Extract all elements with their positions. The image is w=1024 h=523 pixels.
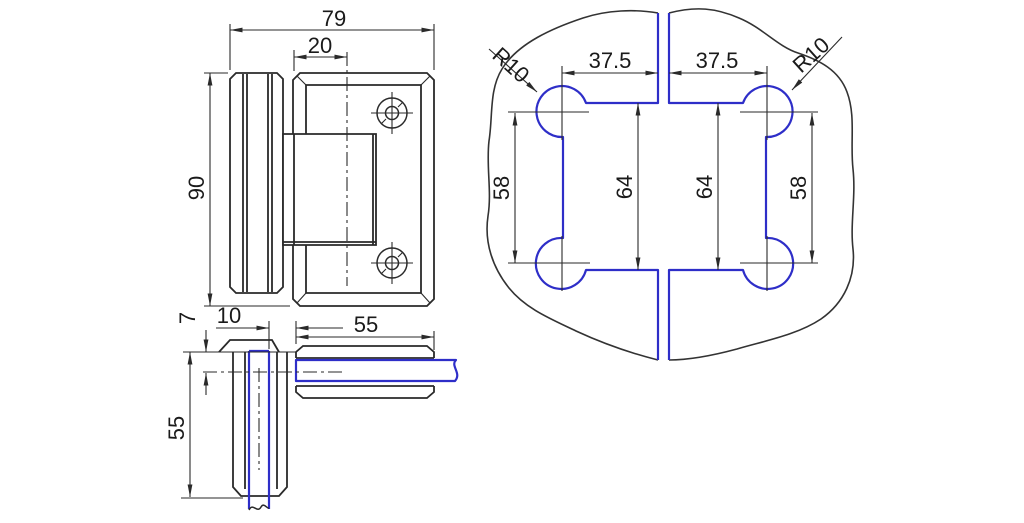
right-glass-break-outline [668,8,855,361]
dim-width-79: 79 [229,6,435,70]
dim-label-notch-height-right: 64 [692,175,717,199]
dim-door-gap-10: 10 [216,303,343,349]
hole-crosshair-bottom-left [508,236,590,291]
hinge-knuckle [282,133,377,246]
knuckle-mask [283,134,376,245]
dim-label-notch-width-left: 37.5 [589,48,632,73]
dim-label-height: 90 [184,176,209,200]
dim-notch-height-left: 64 [612,103,641,270]
right-panel-cutout-contour [667,13,795,360]
dim-notch-width-right: 37.5 [669,48,767,76]
plate-corner-bevels [296,75,431,304]
dim-label-door-gap: 10 [217,303,241,328]
edge-profile-gasket-lines [242,74,273,292]
extension-lines [268,321,297,349]
screw-slot-ticks [380,251,404,275]
top-view: 7 10 55 55 [164,303,459,511]
dim-label-pivot-offset: 20 [308,33,332,58]
dim-label-width: 79 [322,6,346,31]
hole-crosshair-top-right [740,66,818,140]
glass-break-line [248,504,270,511]
glass-edges [247,349,271,509]
dim-notch-height-right: 64 [692,103,721,270]
dim-label-hole-pitch-right: 58 [786,176,811,200]
dim-leg-length-55: 55 [164,352,243,499]
knuckle-outline [282,133,377,246]
vertical-glass-panel [247,349,271,511]
radius-label-left: R10 [488,42,535,88]
vertical-clamp [218,339,288,497]
hole-crosshair-top-left [508,66,589,140]
clamp-bottom-plate [295,385,435,399]
screw-hole-crosshair [371,242,413,284]
dim-label-hole-pitch-left: 58 [489,176,514,200]
leader-line [488,48,538,93]
edge-profile-outline [229,72,284,294]
dim-pivot-offset-20: 20 [293,33,347,71]
left-panel-cutout-contour [534,13,660,360]
knuckle-inner-lines [283,134,376,245]
dim-label-plate-length: 55 [354,312,378,337]
dim-label-center-offset: 7 [175,312,200,324]
screw-slot-ticks [380,101,404,125]
screw-hole-top [371,92,413,134]
front-view: 79 20 90 [184,6,435,307]
dim-label-notch-width-right: 37.5 [696,48,739,73]
dim-height-90: 90 [184,72,290,307]
leader-line [791,36,843,91]
dim-hole-pitch-left: 58 [489,113,518,263]
clamp-top-plate [295,345,435,359]
left-glass-break-outline [486,9,659,361]
dim-hole-pitch-right: 58 [786,113,815,263]
clamp-body [232,352,288,497]
horizontal-clamp [295,345,435,399]
dim-plate-length-55: 55 [296,312,435,350]
hole-crosshair-bottom-right [740,236,818,291]
glass-cutout-view: 37.5 37.5 R10 R10 58 64 64 [486,8,855,361]
radius-label-right: R10 [788,32,835,78]
radius-callout-right: R10 [788,32,843,91]
screw-hole-crosshair [371,92,413,134]
dim-notch-width-left: 37.5 [562,48,658,76]
screw-hole-bottom [371,242,413,284]
clamp-cap [218,339,280,353]
horizontal-glass-panel [294,358,459,383]
clamp-inner-faces [244,352,278,489]
dim-center-offset-7: 7 [175,312,209,395]
hinge-leaf-edge-profile [229,72,284,294]
dim-label-leg-length: 55 [164,416,189,440]
dim-label-notch-height-left: 64 [612,175,637,199]
